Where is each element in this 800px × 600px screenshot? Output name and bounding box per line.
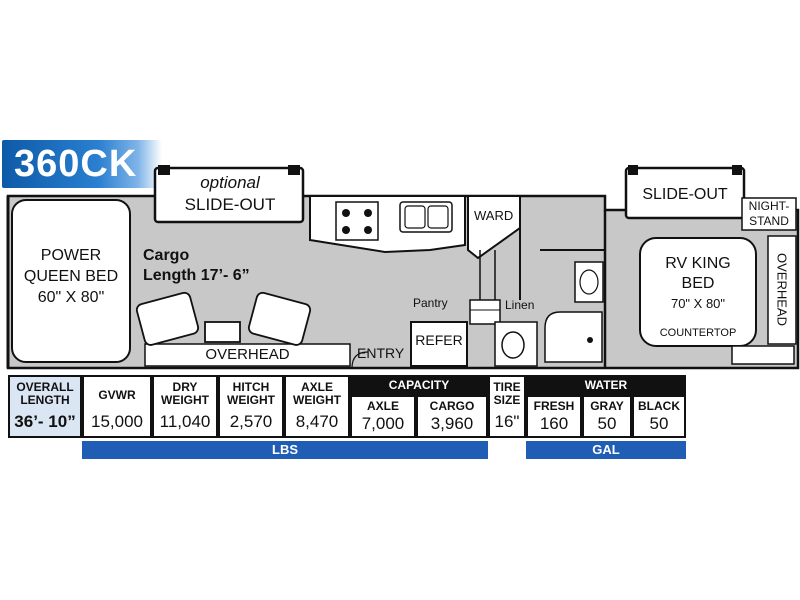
- water-header: WATER: [526, 375, 686, 395]
- gal-band: GAL: [526, 441, 686, 459]
- hitch-label-2: WEIGHT: [227, 393, 275, 407]
- capacity-header: CAPACITY: [350, 375, 488, 395]
- rv-king-bed-label: RV KING BED 70" X 80": [642, 254, 754, 314]
- overall-label-2: LENGTH: [20, 393, 70, 407]
- capacity-cargo-label: CARGO: [429, 399, 475, 413]
- nightstand: [741, 197, 797, 231]
- king-bed-size: 70" X 80": [670, 296, 726, 311]
- right-slideout: [624, 166, 746, 220]
- optional-label: optional: [200, 173, 260, 192]
- model-name: 360CK: [14, 143, 138, 185]
- overhead-rear-label: OVERHEAD: [774, 253, 790, 326]
- cargo-length: Length 17’- 6”: [143, 267, 250, 284]
- spec-water-gray: GRAY 50: [582, 395, 632, 438]
- countertop-label: COUNTERTOP: [659, 327, 737, 339]
- capacity-axle-label: AXLE: [366, 399, 399, 413]
- tire-size-value: 16": [494, 412, 520, 431]
- gvwr-value: 15,000: [91, 412, 143, 431]
- right-slideout-label: SLIDE-OUT: [642, 186, 728, 203]
- rv-king-bed: [639, 237, 757, 347]
- toilet: [501, 331, 525, 359]
- spec-gvwr: GVWR 15,000: [82, 375, 152, 438]
- gray-value: 50: [597, 414, 617, 433]
- nightstand-label: NIGHT- STAND: [742, 199, 796, 229]
- overall-label-1: OVERALL: [16, 380, 74, 394]
- ward-label: WARD: [474, 208, 514, 223]
- capacity-cargo-value: 3,960: [430, 414, 474, 433]
- overhead-front-label: OVERHEAD: [205, 346, 290, 363]
- chair-left: [135, 291, 200, 346]
- tire-label-2: SIZE: [493, 393, 521, 407]
- axle-w-label-1: AXLE: [300, 380, 333, 394]
- refer-label: REFER: [415, 332, 463, 348]
- overall-length-value: 36’- 10”: [14, 412, 76, 431]
- dry-weight-value: 11,040: [159, 412, 211, 431]
- entry-label: ENTRY: [357, 345, 405, 361]
- cargo-title: Cargo: [143, 247, 190, 264]
- spec-capacity-cargo: CARGO 3,960: [416, 395, 488, 438]
- spec-water-fresh: FRESH 160: [526, 395, 582, 438]
- spec-capacity-axle: AXLE 7,000: [350, 395, 416, 438]
- cargo-label: Cargo Length 17’- 6”: [143, 246, 250, 286]
- overhead-rear: [767, 235, 797, 345]
- shower: [544, 311, 603, 363]
- king-bed-line1: RV KING: [665, 255, 731, 272]
- bed-label-line2: QUEEN BED: [23, 268, 119, 285]
- axle-weight-value: 8,470: [295, 412, 339, 431]
- gray-label: GRAY: [590, 399, 624, 413]
- dry-label-1: DRY: [172, 380, 198, 394]
- black-label: BLACK: [638, 399, 680, 413]
- linen-label: Linen: [505, 298, 535, 312]
- nightstand-line2: STAND: [749, 214, 789, 228]
- spec-water-black: BLACK 50: [632, 395, 686, 438]
- pantry-label: Pantry: [413, 296, 448, 310]
- refrigerator: [410, 321, 468, 367]
- hitch-weight-value: 2,570: [229, 412, 273, 431]
- optional-slideout: [153, 166, 305, 224]
- nightstand-line1: NIGHT-: [748, 199, 790, 213]
- pantry: [469, 299, 501, 325]
- model-badge: 360CK: [2, 140, 162, 188]
- dry-label-2: WEIGHT: [161, 393, 209, 407]
- wardrobe: [467, 195, 521, 260]
- power-queen-bed: [11, 199, 131, 363]
- entry-door: [351, 351, 369, 369]
- gvwr-label: GVWR: [98, 388, 136, 402]
- axle-w-label-2: WEIGHT: [293, 393, 341, 407]
- overhead-front: [144, 343, 351, 367]
- fresh-label: FRESH: [533, 399, 575, 413]
- optional-slideout-label: optional SLIDE-OUT: [160, 172, 300, 216]
- chair-right: [247, 291, 312, 346]
- bed-label-line1: POWER: [40, 247, 102, 264]
- hitch-label-1: HITCH: [232, 380, 270, 394]
- capacity-axle-value: 7,000: [361, 414, 405, 433]
- bed-size: 60" X 80": [37, 289, 105, 306]
- fresh-value: 160: [539, 414, 569, 433]
- countertop: [731, 345, 795, 365]
- side-table: [204, 321, 241, 343]
- stove: [335, 201, 379, 241]
- lbs-band: LBS: [82, 441, 488, 459]
- tire-label-1: TIRE: [493, 380, 521, 394]
- king-bed-line2: BED: [681, 275, 715, 292]
- power-queen-bed-label: POWER QUEEN BED 60" X 80": [14, 245, 128, 308]
- black-value: 50: [649, 414, 669, 433]
- slideout-label: SLIDE-OUT: [184, 195, 276, 214]
